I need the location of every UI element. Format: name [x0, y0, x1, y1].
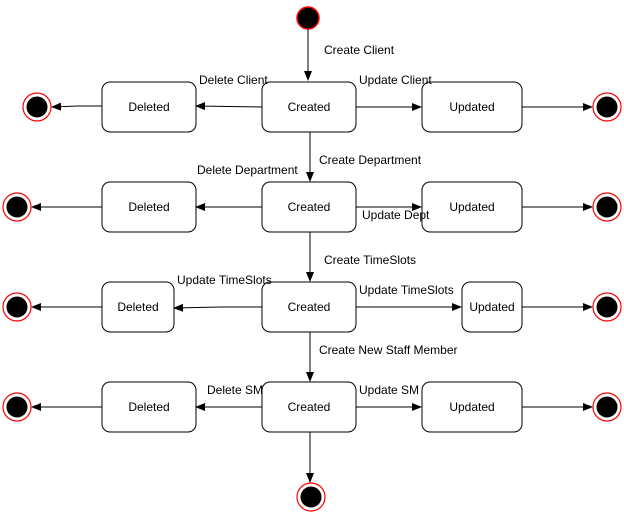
label-update-timeslots-left: Update TimeSlots: [177, 273, 272, 287]
initial-node: [296, 6, 320, 30]
state-created-3-label: Created: [288, 300, 331, 314]
final-node-bottom: [296, 482, 326, 512]
edge-deleted-1-final: [51, 102, 102, 111]
final-node-r3-left: [2, 292, 32, 322]
label-update-sm: Update SM: [359, 383, 419, 397]
final-node-r1-left: [22, 92, 52, 122]
final-node-r4-left: [2, 392, 32, 422]
label-update-dept: Update Dept: [362, 208, 430, 222]
final-node-r3-right: [592, 292, 622, 322]
final-node-r2-left: [2, 192, 32, 222]
state-updated-2-label: Updated: [449, 200, 494, 214]
state-deleted-1-label: Deleted: [128, 100, 169, 114]
state-updated-3-label: Updated: [469, 300, 514, 314]
label-update-timeslots-right: Update TimeSlots: [359, 283, 454, 297]
state-created-2-label: Created: [288, 200, 331, 214]
edge-delete-client: [195, 102, 263, 111]
state-deleted-4-label: Deleted: [128, 400, 169, 414]
state-created-1-label: Created: [288, 100, 331, 114]
final-node-r4-right: [592, 392, 622, 422]
state-updated-1-label: Updated: [449, 100, 494, 114]
label-delete-sm: Delete SM: [207, 383, 263, 397]
state-deleted-2-label: Deleted: [128, 200, 169, 214]
final-node-r2-right: [592, 192, 622, 222]
label-create-department: Create Department: [319, 153, 422, 167]
label-create-timeslots: Create TimeSlots: [324, 253, 416, 267]
label-delete-department: Delete Department: [197, 163, 298, 177]
label-delete-client: Delete Client: [199, 73, 268, 87]
state-deleted-3-label: Deleted: [117, 300, 158, 314]
state-updated-4-label: Updated: [449, 400, 494, 414]
state-created-4-label: Created: [288, 400, 331, 414]
label-create-staff: Create New Staff Member: [319, 343, 458, 357]
edge-update-timeslots-left: [173, 303, 262, 312]
final-node-r1-right: [592, 92, 622, 122]
label-update-client: Update Client: [359, 73, 432, 87]
label-create-client: Create Client: [324, 43, 395, 57]
